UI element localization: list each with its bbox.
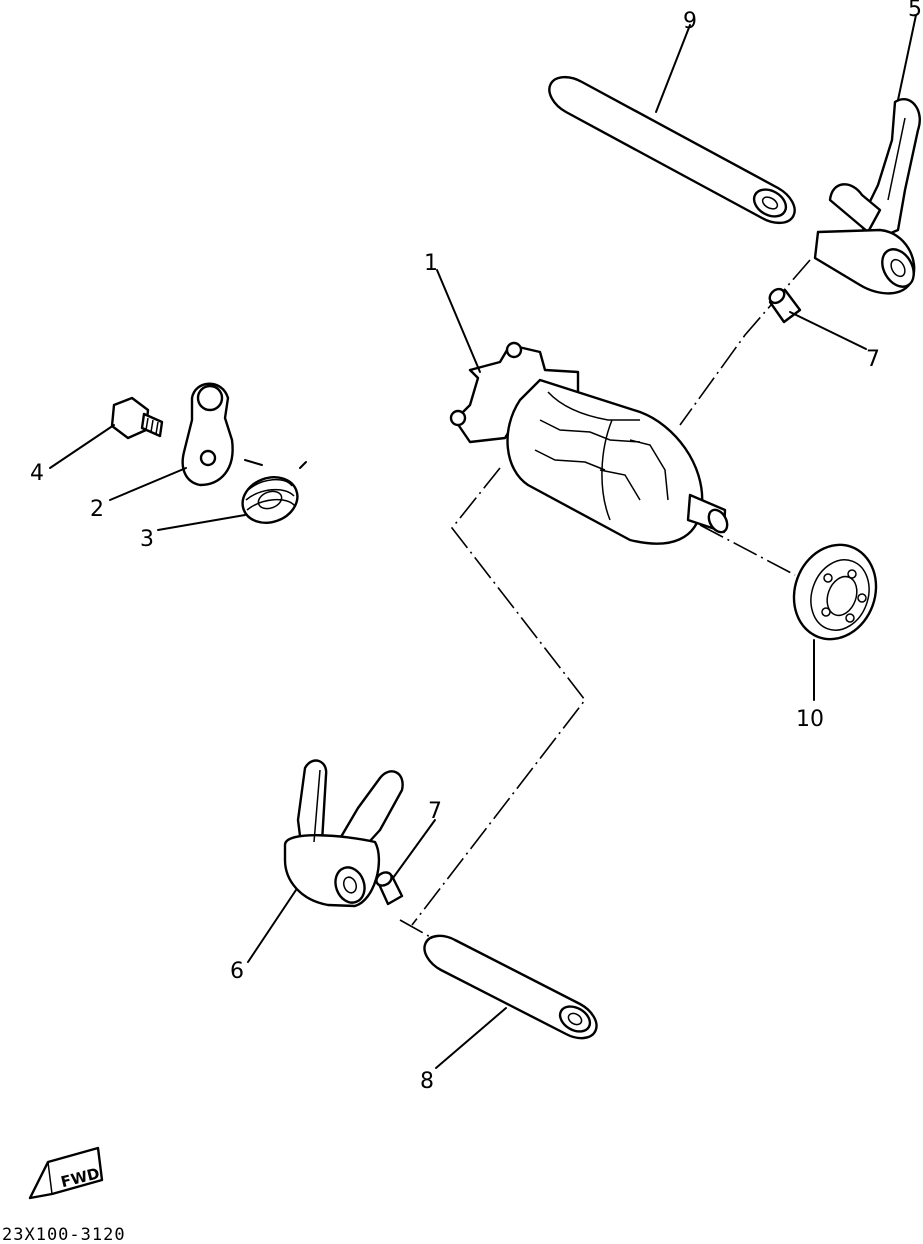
callout-8: 8 — [420, 1069, 434, 1094]
guide-bar-lower — [423, 934, 598, 1040]
assembly-centerlines — [399, 259, 811, 949]
callout-3: 3 — [140, 527, 154, 552]
stopper-lever — [181, 382, 234, 487]
callout-7-upper: 7 — [866, 347, 880, 372]
fwd-direction-mark: FWD — [28, 1146, 104, 1200]
shift-fork-lower — [283, 759, 404, 908]
drawing-code: 23X100-3120 — [2, 1225, 126, 1244]
callout-7-lower: 7 — [428, 799, 442, 824]
callout-9: 9 — [683, 9, 697, 34]
guide-pin-lower — [375, 871, 404, 906]
callout-1: 1 — [424, 251, 438, 276]
leader-lines — [49, 14, 917, 1069]
torsion-spring — [241, 459, 307, 524]
callout-5: 5 — [908, 0, 922, 22]
callout-10: 10 — [796, 707, 824, 732]
guide-pin-upper — [768, 287, 802, 324]
shift-fork-upper — [813, 98, 921, 295]
callout-labels: 9 5 1 7 4 2 3 10 7 6 8 — [30, 0, 922, 1094]
bearing — [792, 543, 878, 641]
bolt — [110, 396, 164, 440]
guide-bar-upper — [548, 75, 796, 225]
callout-4: 4 — [30, 461, 44, 486]
shift-drum — [449, 341, 729, 545]
callout-2: 2 — [90, 497, 104, 522]
callout-6: 6 — [230, 959, 244, 984]
